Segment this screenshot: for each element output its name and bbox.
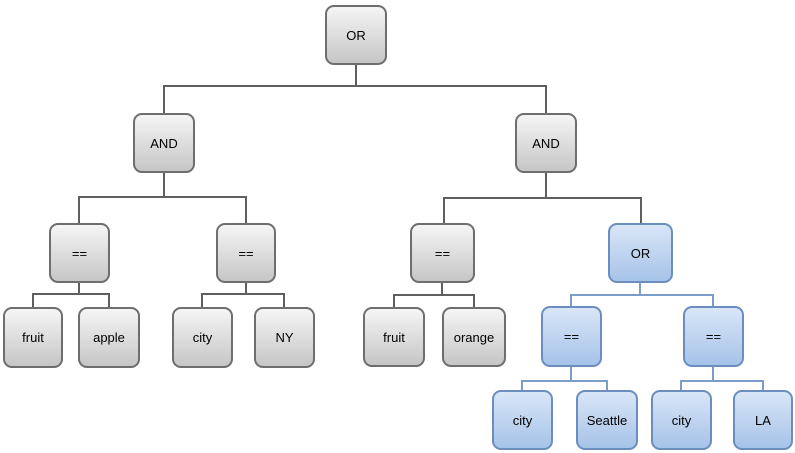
node-label: fruit [383,329,405,345]
edge-eq-fruit-orange-leaf-orange [441,283,475,307]
node-label: Seattle [586,412,628,428]
node-label: == [434,245,451,261]
tree-node-leaf-orange[interactable]: orange [442,307,506,367]
edge-eq-city-ny-leaf-city [201,283,247,307]
node-label: AND [150,135,178,151]
node-label: AND [532,135,560,151]
edge-eq-fruit-orange-leaf-fruit [393,283,443,307]
tree-node-leaf-fruit-1[interactable]: fruit [3,307,63,368]
edge-root-or-and-right [355,65,547,113]
node-label: OR [346,27,366,43]
node-label: == [238,245,254,261]
edge-or-nested-eq-city-la [639,283,714,306]
tree-node-leaf-city-3[interactable]: city [651,390,712,450]
node-label: NY [275,330,294,345]
edge-eq-fruit-apple-leaf-fruit [32,283,80,307]
tree-node-eq-fruit-apple[interactable]: == [49,223,110,283]
edge-and-left-eq-fruit-apple [78,173,165,223]
edge-eq-city-ny-leaf-ny [245,283,285,307]
node-label: LA [755,412,771,428]
edge-and-left-eq-city-ny [163,173,247,223]
node-label: == [705,329,722,344]
edge-and-right-or-nested [545,173,642,223]
edge-or-nested-eq-city-seattle [570,283,641,306]
tree-node-eq-city-seattle[interactable]: == [541,306,602,367]
node-label: apple [93,330,125,345]
edge-root-or-and-left [163,65,357,113]
tree-node-and-left[interactable]: AND [133,113,195,173]
node-label: city [671,412,692,428]
tree-node-leaf-city-2[interactable]: city [492,390,553,450]
node-label: OR [630,245,651,261]
node-label: city [192,330,213,345]
tree-node-eq-city-ny[interactable]: == [216,223,276,283]
tree-node-eq-fruit-orange[interactable]: == [410,223,475,283]
edge-eq-city-seattle-leaf-seattle [570,367,608,390]
edge-eq-fruit-apple-leaf-apple [78,283,110,307]
edge-eq-city-seattle-leaf-city [521,367,572,390]
tree-node-leaf-city-1[interactable]: city [172,307,233,368]
tree-node-leaf-seattle[interactable]: Seattle [576,390,638,450]
node-label: city [512,412,533,428]
tree-node-or-nested[interactable]: OR [608,223,673,283]
tree-node-leaf-fruit-2[interactable]: fruit [363,307,425,367]
edge-eq-city-la-leaf-la [712,367,764,390]
tree-node-eq-city-la[interactable]: == [683,306,744,367]
node-label: orange [453,329,495,345]
tree-node-leaf-la[interactable]: LA [733,390,793,450]
tree-node-leaf-ny[interactable]: NY [254,307,315,368]
node-label: == [71,245,88,261]
tree-node-and-right[interactable]: AND [515,113,577,173]
edge-eq-city-la-leaf-city [680,367,714,390]
tree-node-root-or[interactable]: OR [325,5,387,65]
node-label: fruit [22,330,44,345]
tree-node-leaf-apple[interactable]: apple [78,307,140,368]
node-label: == [563,329,580,344]
edge-and-right-eq-fruit-orange [443,173,547,223]
